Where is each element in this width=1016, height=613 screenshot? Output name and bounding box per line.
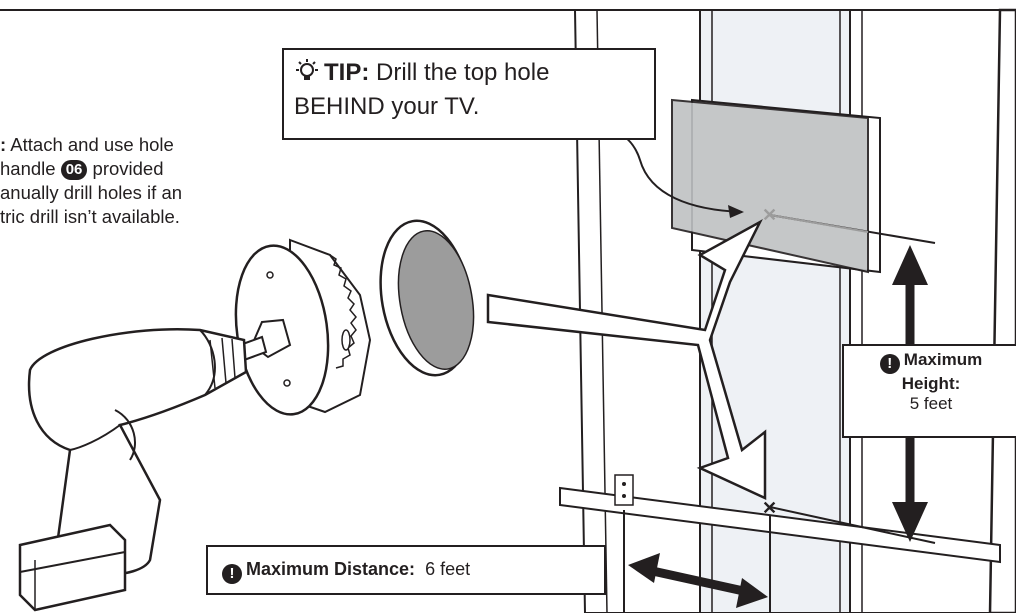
outlet-icon <box>614 474 634 506</box>
exclamation-circle-icon: ! <box>879 354 900 374</box>
max-height-text: !Maximum Height: 5 feet <box>846 350 1016 414</box>
tip-callout <box>282 48 656 140</box>
max-height-callout <box>842 344 1016 438</box>
max-distance-text: !Maximum Distance: 6 feet <box>222 558 470 584</box>
side-note-prefix: : <box>0 134 7 155</box>
max-distance-value: 6 feet <box>425 559 471 579</box>
top-hole-mark: ✕ <box>762 205 777 225</box>
direction-arrow <box>486 218 767 500</box>
side-instruction: : Attach and use hole handle 06 provided… <box>0 133 290 229</box>
side-note-line-4: tric drill isn’t available. <box>0 206 180 227</box>
tip-text: TIP: Drill the top hole BEHIND your TV. <box>294 56 654 124</box>
hole-saw <box>234 238 372 416</box>
max-distance-label: Maximum Distance: <box>246 559 416 579</box>
tv-screen <box>671 98 869 274</box>
wall-panel-left <box>573 9 701 613</box>
max-height-label-2: Height: <box>901 374 961 393</box>
lightbulb-icon <box>296 59 318 80</box>
bottom-hole-mark: ✕ <box>762 498 777 518</box>
cut-disk <box>379 219 475 377</box>
drill-illustration <box>18 328 248 612</box>
max-distance-callout <box>206 545 606 595</box>
exclamation-circle-icon: ! <box>222 564 242 584</box>
tip-line-2: BEHIND your TV. <box>294 93 480 120</box>
tv-illustration <box>671 98 881 274</box>
max-height-label: Maximum <box>903 350 983 369</box>
height-ref-line-top-hidden <box>769 214 869 233</box>
side-note-line-3: anually drill holes if an <box>0 182 183 203</box>
part-06-badge: 06 <box>60 160 88 180</box>
tip-label: TIP: <box>324 59 370 86</box>
max-height-value: 5 feet <box>909 394 953 413</box>
height-ref-line-bottom <box>769 506 936 544</box>
tip-line-1: Drill the top hole <box>376 59 550 86</box>
side-note-line-2-prefix: handle <box>0 158 56 179</box>
side-note-line-2-suffix: provided <box>92 158 164 179</box>
side-note-line-1: Attach and use hole <box>10 134 174 155</box>
distance-dimension-arrow <box>623 510 771 613</box>
